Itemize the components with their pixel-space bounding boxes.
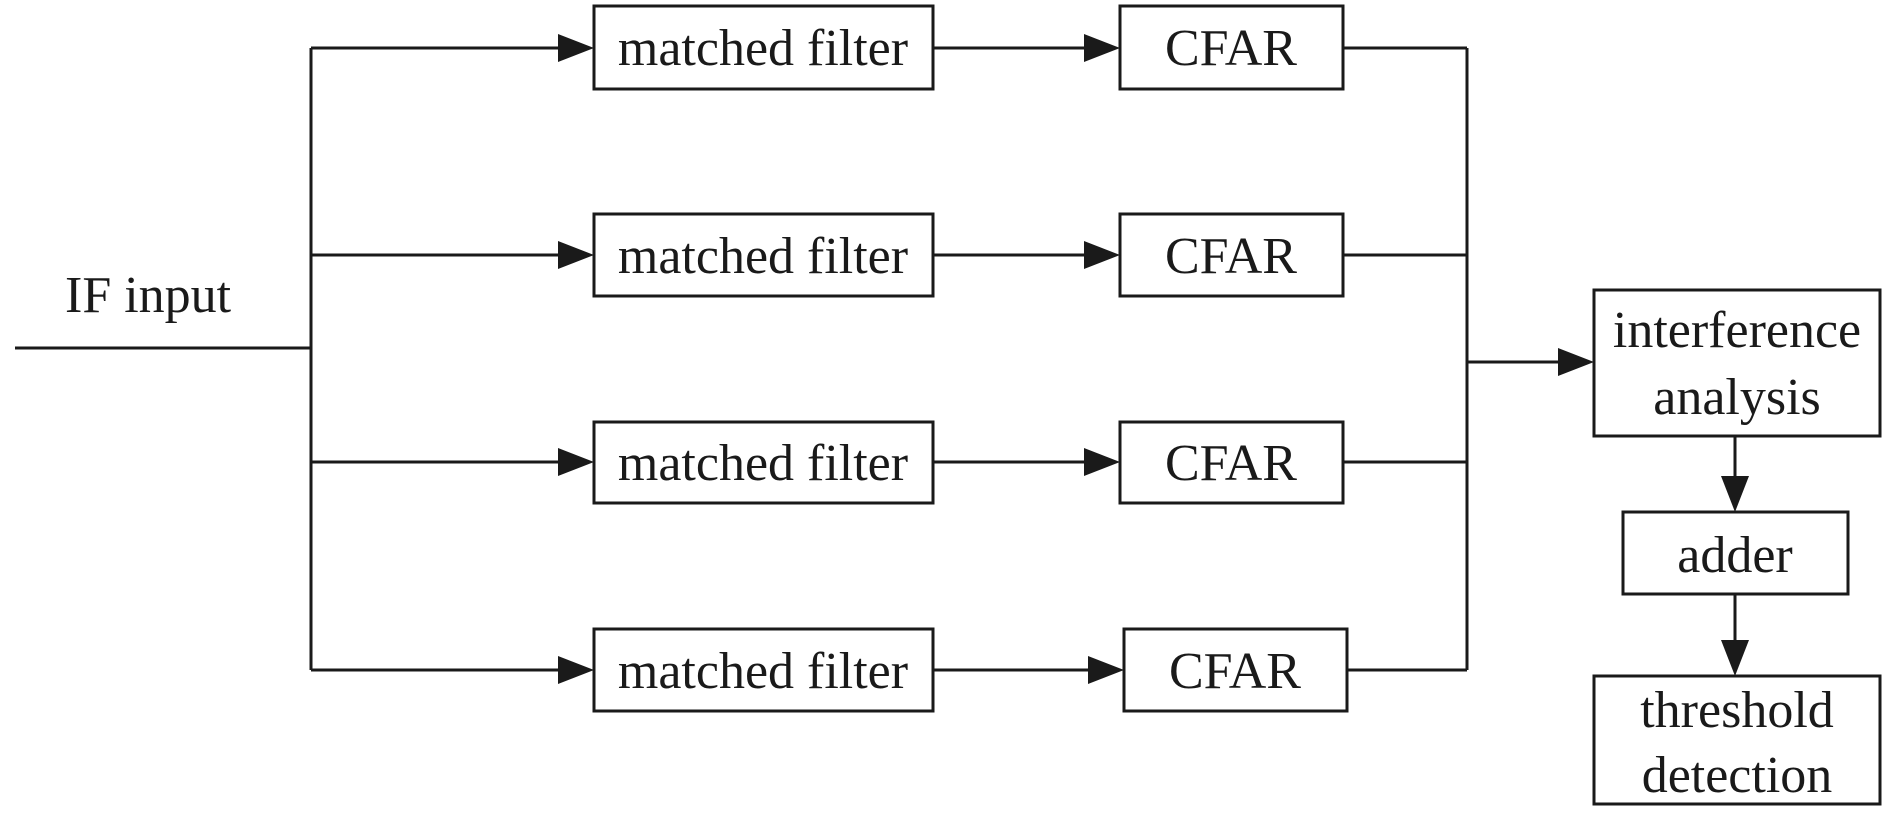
matched-filter-label-1: matched filter [618, 20, 908, 77]
branch-3: matched filter CFAR [311, 420, 1467, 505]
threshold-detection-box [1592, 674, 1882, 806]
matched-filter-box-4 [592, 627, 935, 713]
branch-1: matched filter CFAR [311, 4, 1467, 91]
matched-filter-label-3: matched filter [618, 435, 908, 492]
adder-arrow [1721, 476, 1749, 512]
branch-3-cfar-arrow [1084, 448, 1120, 476]
branch-1-filter-arrow [558, 34, 594, 62]
matched-filter-label-2: matched filter [618, 228, 908, 285]
if-input-label: IF input [65, 267, 232, 324]
branch-2-cfar-arrow [1084, 241, 1120, 269]
threshold-label-line1: threshold [1640, 682, 1834, 739]
matched-filter-box-1 [592, 4, 935, 91]
threshold-arrow [1721, 640, 1749, 676]
cfar-box-1 [1118, 4, 1345, 91]
cfar-box-2 [1118, 212, 1345, 298]
branch-3-filter-arrow [558, 448, 594, 476]
branch-4-cfar-arrow [1088, 656, 1124, 684]
cfar-box-3 [1118, 420, 1345, 505]
branch-2-filter-arrow [558, 241, 594, 269]
cfar-label-4: CFAR [1169, 643, 1301, 700]
branch-2: matched filter CFAR [311, 212, 1467, 298]
interference-label-line2: analysis [1653, 369, 1821, 426]
matched-filter-label-4: matched filter [618, 643, 908, 700]
matched-filter-box-3 [592, 420, 935, 505]
adder-label: adder [1677, 527, 1792, 584]
cfar-label-1: CFAR [1165, 20, 1297, 77]
branch-4: matched filter CFAR [311, 627, 1467, 713]
interference-label-line1: interference [1613, 302, 1861, 359]
cfar-label-2: CFAR [1165, 228, 1297, 285]
cfar-label-3: CFAR [1165, 435, 1297, 492]
interference-analysis-box [1592, 288, 1882, 438]
branch-1-cfar-arrow [1084, 34, 1120, 62]
branch-4-filter-arrow [558, 656, 594, 684]
interference-arrow [1558, 348, 1594, 376]
threshold-label-line2: detection [1642, 747, 1833, 804]
